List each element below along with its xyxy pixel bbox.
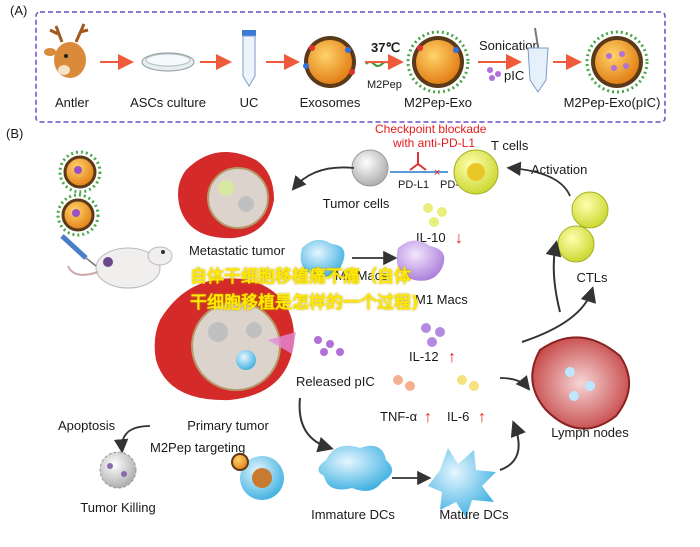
tnf-dots-icon <box>393 375 415 391</box>
m2pep-exo-pic-icon <box>585 30 649 94</box>
activation-label: Activation <box>531 162 587 177</box>
centrifuge-tube-icon <box>242 30 256 87</box>
exosome-icon <box>303 36 356 88</box>
arrow-pic-dc <box>298 397 334 453</box>
panel-b-tag: (B) <box>6 126 23 141</box>
tumor-cell-icon <box>351 149 389 187</box>
temp-label: 37℃ <box>371 40 400 55</box>
arrow-dc-lymph <box>499 420 526 471</box>
il12-label: IL-12 <box>409 349 439 364</box>
mature-label: Mature DCs <box>439 507 509 522</box>
m2-macrophage-icon <box>300 239 345 277</box>
m2pep-label: M2Pep <box>367 79 402 91</box>
il6-label: IL-6 <box>447 409 469 424</box>
syringe-icon <box>60 234 97 267</box>
pic-dots-icon <box>487 67 501 81</box>
t-cell-icon <box>453 149 499 195</box>
il12-dots-icon <box>421 323 445 347</box>
petri-dish-icon <box>141 52 195 72</box>
step-ascs: ASCs culture <box>130 95 206 110</box>
targeting-label: M2Pep targeting <box>150 440 245 455</box>
panel-a-tag: (A) <box>10 3 27 18</box>
ctl-cells-icon <box>557 191 609 263</box>
m1-macrophage-icon <box>396 240 445 281</box>
arrow-activation <box>506 161 571 197</box>
arrow-ctl <box>521 286 597 343</box>
sonication-label: Sonication <box>479 38 540 53</box>
m2-label: M2 Macs <box>335 268 388 283</box>
arrow-cyto-lymph <box>499 375 531 391</box>
checkpoint-line2: with anti-PD-L1 <box>392 136 475 150</box>
released-pic-label: Released pIC <box>296 374 375 389</box>
lymph-node-icon <box>531 336 631 430</box>
killing-label: Tumor Killing <box>80 500 155 515</box>
step-antler: Antler <box>55 95 90 110</box>
checkpoint-line1: Checkpoint blockade <box>375 122 487 136</box>
arrow-tumor-to-meta <box>291 166 355 191</box>
watermark-line2: 干细胞移植是怎样的一个过程) <box>190 293 419 313</box>
immature-dc-icon <box>318 445 393 491</box>
watermark-text: 自体干细胞移植痛不痛（自体 干细胞移植是怎样的一个过程) <box>190 264 520 316</box>
mouse-icon <box>67 246 173 289</box>
primary-label: Primary tumor <box>187 418 269 433</box>
il12-arrow: ↑ <box>448 349 456 366</box>
il10-label: IL-10 <box>416 230 446 245</box>
il10-arrow: ↓ <box>455 230 463 247</box>
m2-macrophage-targeted-icon <box>231 453 284 500</box>
arrow-apoptosis <box>113 425 151 454</box>
tcells-label: T cells <box>491 138 529 153</box>
step-m2pep-exo-pic: M2Pep-Exo(pIC) <box>564 95 661 110</box>
sonication-tube-icon <box>527 27 549 93</box>
tumor-cells-label: Tumor cells <box>323 196 390 211</box>
ctls-label: CTLs <box>576 270 608 285</box>
mature-dc-icon <box>428 448 496 518</box>
pic-label: pIC <box>504 68 524 83</box>
block-x: × <box>434 167 440 179</box>
step-uc: UC <box>240 95 259 110</box>
targeting-beam <box>268 332 296 354</box>
il6-arrow: ↑ <box>478 409 486 426</box>
antibody-icon <box>409 152 427 171</box>
tnf-arrow: ↑ <box>424 409 432 426</box>
m1-label: M1 Macs <box>415 292 468 307</box>
dead-cell-icon <box>99 451 137 489</box>
metastatic-tumor-icon <box>178 152 274 239</box>
apoptosis-label: Apoptosis <box>58 418 116 433</box>
deer-icon <box>44 23 89 78</box>
tnf-label: TNF-α <box>380 409 418 424</box>
m2pep-exo-icon <box>406 30 470 94</box>
il6-dots-icon <box>457 375 479 391</box>
arrow-lymph-ctl <box>545 240 562 313</box>
pdl1-label: PD-L1 <box>398 179 429 191</box>
released-pic-icon <box>314 336 344 356</box>
lymph-label: Lymph nodes <box>551 425 629 440</box>
primary-tumor-icon <box>154 278 295 401</box>
watermark-line1: 自体干细胞移植痛不痛（自体 <box>190 267 411 287</box>
il10-dots-icon <box>423 203 447 227</box>
step-m2pep-exo: M2Pep-Exo <box>404 95 472 110</box>
step-exosomes: Exosomes <box>300 95 361 110</box>
immature-label: Immature DCs <box>311 507 395 522</box>
metastatic-label: Metastatic tumor <box>189 243 286 258</box>
exosome-pair-icon <box>56 150 102 237</box>
